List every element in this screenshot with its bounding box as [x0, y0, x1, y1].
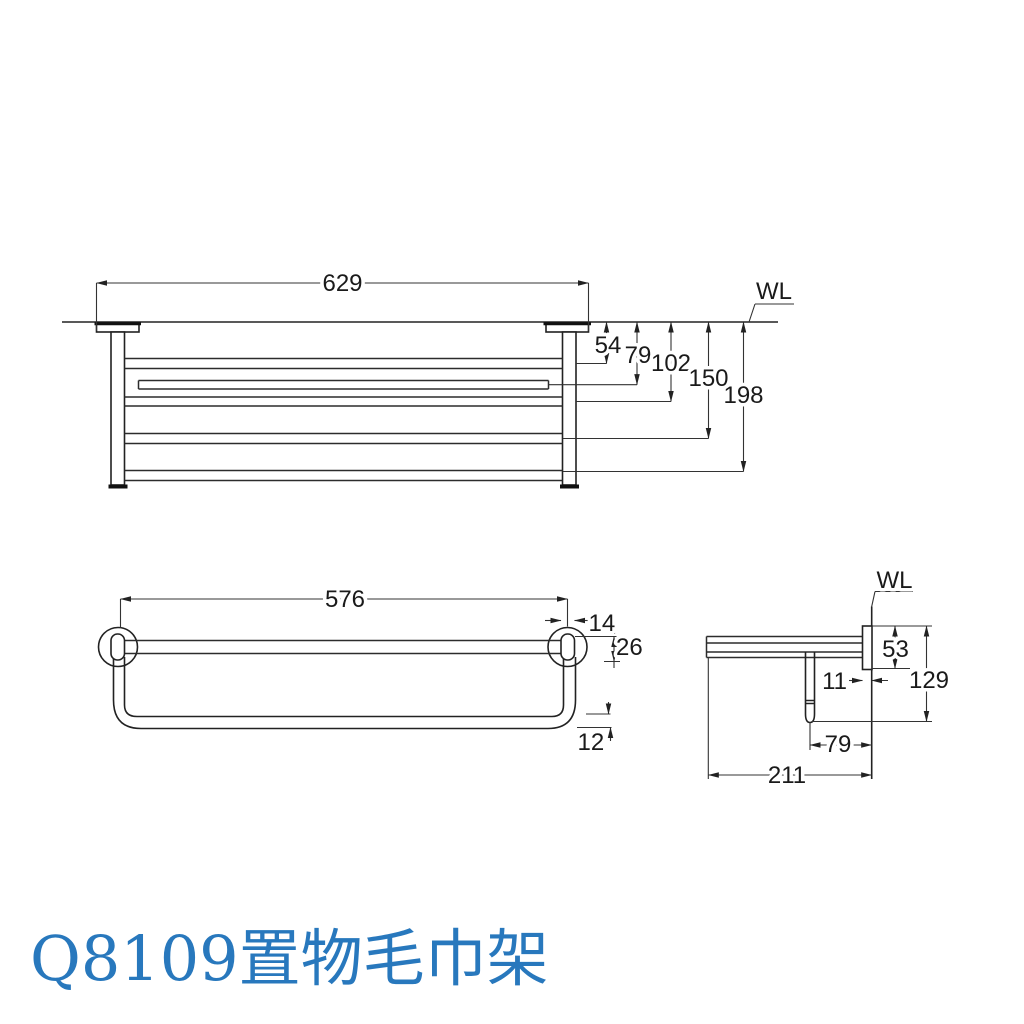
wl-leader-side [871, 590, 913, 607]
rails [124, 357, 563, 482]
dim-12-label: 12 [578, 729, 605, 756]
back-bar [124, 639, 561, 655]
left-post [110, 331, 126, 486]
plan-extension-lines [119, 599, 569, 628]
right-post [561, 331, 577, 486]
wl-label-front: WL [756, 278, 792, 305]
dim-14-label: 14 [589, 610, 616, 637]
dim-54-label: 54 [595, 332, 622, 359]
side-hanging-bar [804, 652, 816, 724]
side-flange [861, 625, 873, 671]
dim-79s-label: 79 [825, 731, 852, 758]
u-bar-outer [112, 657, 577, 730]
side-arm [705, 635, 863, 659]
side-view: WL 53 129 11 79 211 [705, 564, 953, 793]
right-post-section [560, 633, 576, 661]
wl-leader-front [748, 303, 794, 323]
front-rail [137, 379, 550, 390]
dim-12-ext [577, 713, 612, 729]
dim-26-ext [575, 635, 620, 663]
dim-150-label: 150 [688, 365, 728, 392]
u-bar-inner [123, 657, 565, 718]
front-elevation-view: 629 WL 54 79 102 150 198 [62, 267, 796, 489]
left-post-section [110, 633, 126, 661]
dim-79-label: 79 [625, 342, 652, 369]
dim-211-label: 211 [768, 762, 806, 789]
side-extension-lines [707, 625, 932, 779]
dim-102-label: 102 [651, 350, 691, 377]
dim-53-label: 53 [882, 636, 909, 663]
left-flange-circle [97, 626, 139, 668]
dim-198-label: 198 [723, 382, 763, 409]
dim-26-label: 26 [616, 634, 643, 661]
plan-view: 576 14 26 12 [97, 583, 646, 760]
dim-629-label: 629 [322, 270, 362, 297]
product-title: Q8109置物毛巾架 [30, 922, 549, 995]
dim-11-label: 11 [822, 668, 847, 695]
dim-129-label: 129 [909, 667, 949, 694]
wl-label-side: WL [877, 567, 913, 594]
dim-576-label: 576 [325, 586, 365, 613]
front-extension-lines [95, 283, 744, 473]
right-flange-circle [547, 626, 588, 668]
